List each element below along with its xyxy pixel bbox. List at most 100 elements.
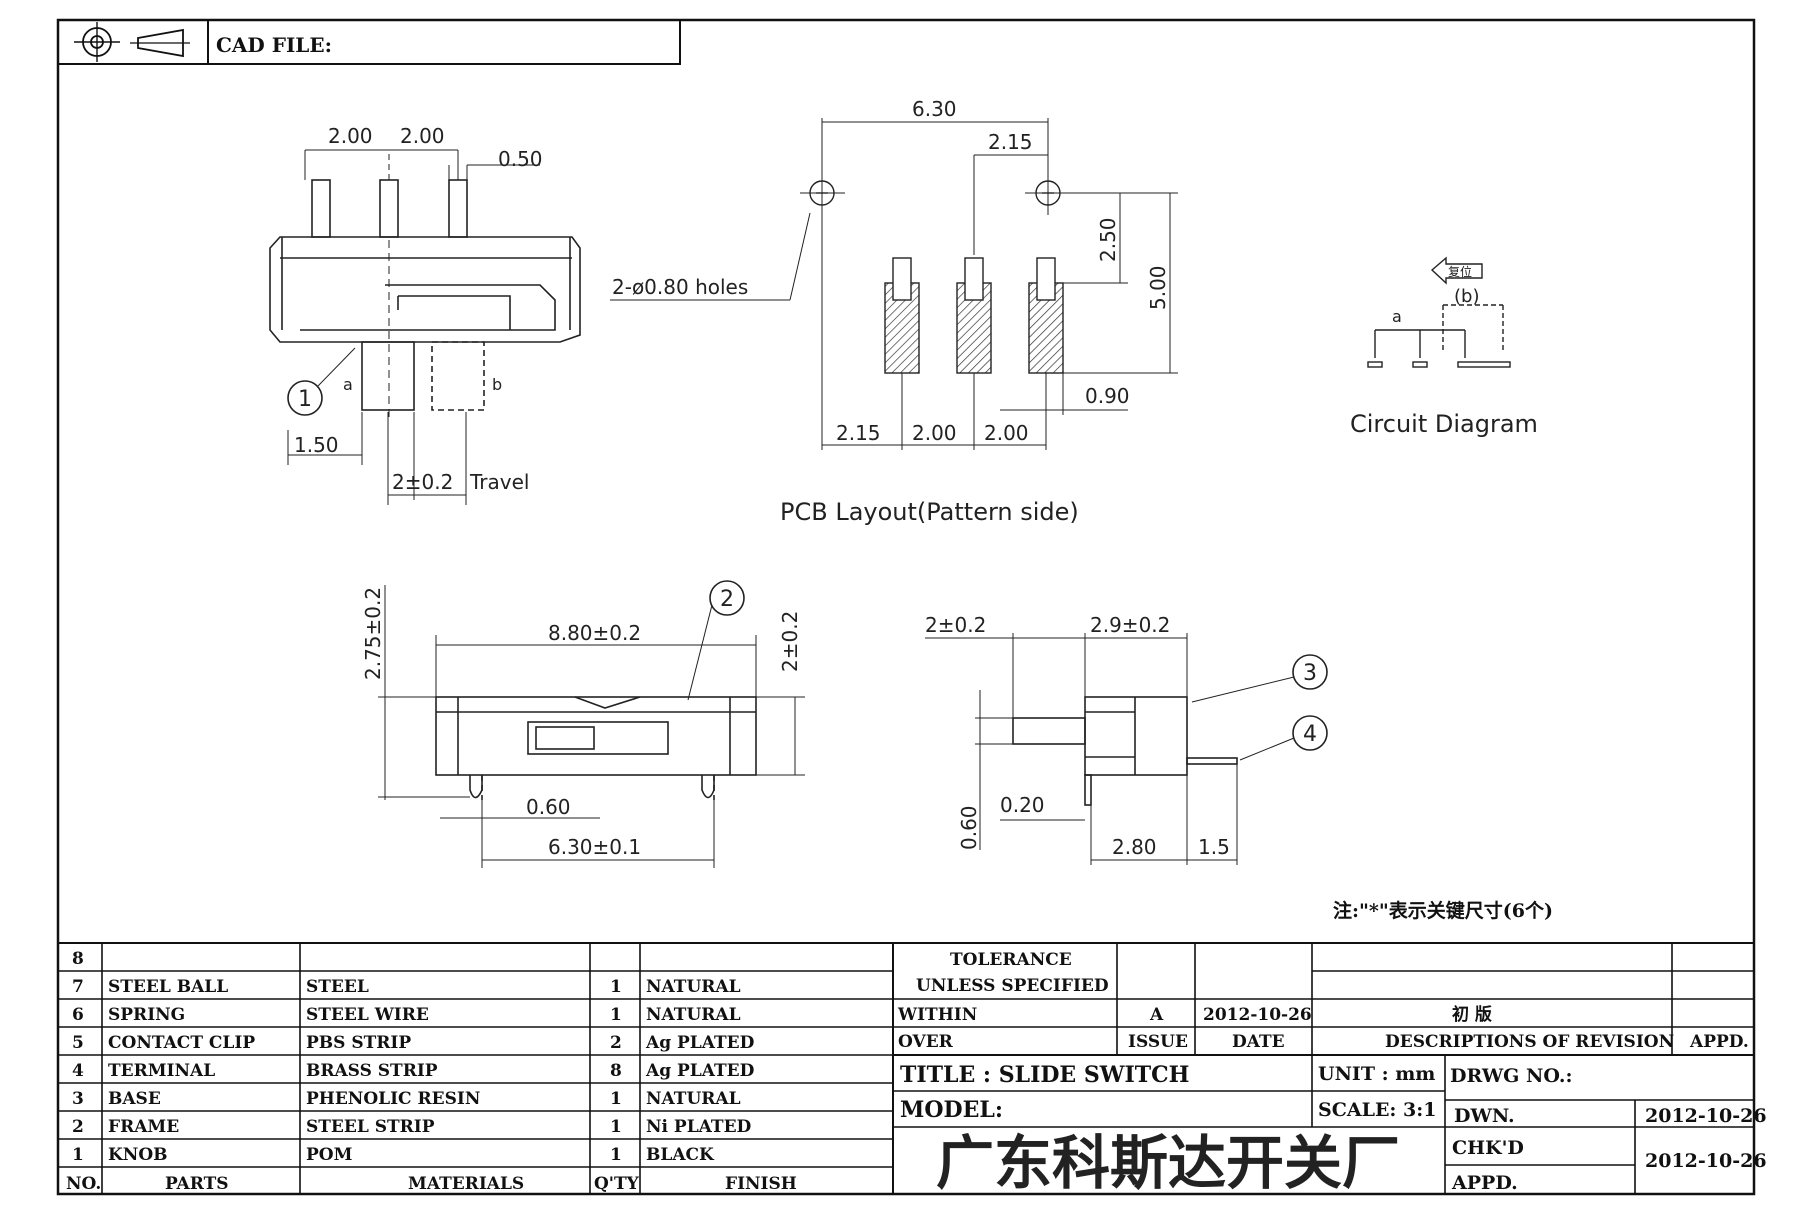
dim-pin-width: 0.50 — [498, 147, 543, 171]
key-dimension-note: 注:"*"表示关键尺寸(6个) — [1333, 899, 1553, 922]
revision-description: 初 版 — [1452, 1004, 1492, 1025]
tolerance-line2: UNLESS SPECIFIED — [916, 976, 1109, 996]
title-label: TITLE : SLIDE SWITCH — [900, 1062, 1189, 1088]
part-finish: Ni PLATED — [646, 1117, 752, 1137]
scale-label: SCALE: 3:1 — [1318, 1099, 1437, 1121]
date-label: DATE — [1232, 1032, 1285, 1052]
part-material: PHENOLIC RESIN — [306, 1089, 480, 1109]
dim-0-90: 0.90 — [1085, 384, 1130, 408]
header-parts: PARTS — [165, 1174, 229, 1194]
travel-label: Travel — [469, 470, 529, 494]
circuit-label-a: a — [1392, 307, 1402, 326]
dim-pin-span: 6.30±0.1 — [548, 835, 641, 859]
dim-body: 2.9±0.2 — [1090, 613, 1170, 637]
cad-file-box: CAD FILE: — [57, 19, 681, 65]
part-number: 7 — [72, 977, 84, 997]
dim-knob-offset: 1.50 — [294, 433, 339, 457]
pcb-layout — [610, 118, 1178, 450]
part-number: 8 — [72, 949, 84, 969]
label-b: b — [492, 375, 502, 394]
parts-table — [58, 942, 1754, 1194]
callout-4: 4 — [1303, 722, 1317, 747]
part-material: STEEL WIRE — [306, 1005, 429, 1025]
part-material: BRASS STRIP — [306, 1061, 438, 1081]
callout-3: 3 — [1303, 661, 1317, 686]
model-label: MODEL: — [900, 1097, 1003, 1123]
part-material: STEEL — [306, 977, 369, 997]
part-name: TERMINAL — [108, 1061, 215, 1081]
part-qty: 1 — [610, 1089, 622, 1109]
part-name: SPRING — [108, 1005, 185, 1025]
dim-offset: 2.15 — [988, 130, 1033, 154]
revision-date: 2012-10-26 — [1203, 1005, 1312, 1025]
end-view — [925, 633, 1328, 865]
callout-2: 2 — [720, 587, 734, 612]
dim-0-60: 0.60 — [957, 805, 981, 850]
dim-pitch-right: 2.00 — [400, 124, 445, 148]
part-qty: 1 — [610, 1145, 622, 1165]
part-number: 1 — [72, 1145, 84, 1165]
reset-label: 复位 — [1448, 264, 1472, 279]
company-name: 广东科斯达开关厂 — [936, 1129, 1400, 1197]
tolerance-over: OVER — [898, 1032, 954, 1052]
hole-label: 2-ø0.80 holes — [612, 275, 748, 299]
appd-label: APPD. — [1689, 1032, 1749, 1052]
part-name: FRAME — [108, 1117, 179, 1137]
unit-label: UNIT : mm — [1318, 1063, 1435, 1085]
pcb-layout-labels: 6.30 2.15 2-ø0.80 holes 2.50 5.00 0.90 2… — [612, 97, 1170, 526]
part-finish: Ag PLATED — [645, 1061, 755, 1081]
revision-labels: TOLERANCE UNLESS SPECIFIED WITHIN OVER A… — [897, 950, 1749, 1052]
dim-knob: 2±0.2 — [925, 613, 986, 637]
dim-1-5: 1.5 — [1198, 835, 1230, 859]
part-name: KNOB — [108, 1145, 168, 1165]
part-number: 6 — [72, 1005, 84, 1025]
part-qty: 1 — [610, 1005, 622, 1025]
dim-pitch-left: 2.00 — [328, 124, 373, 148]
part-material: POM — [306, 1145, 353, 1165]
pcb-caption: PCB Layout(Pattern side) — [780, 498, 1079, 526]
circuit-labels: 复位 (b) a Circuit Diagram — [1350, 264, 1538, 438]
dim-right-height: 2±0.2 — [778, 611, 802, 672]
circuit-label-b: (b) — [1454, 286, 1479, 307]
callout-1: 1 — [298, 387, 312, 412]
dim-bottom-215: 2.15 — [836, 421, 881, 445]
tolerance-line1: TOLERANCE — [950, 950, 1072, 970]
checked-label: CHK'D — [1452, 1137, 1524, 1159]
dim-bottom-200b: 2.00 — [984, 421, 1029, 445]
part-name: BASE — [108, 1089, 161, 1109]
dim-front-height: 2.75±0.2 — [361, 587, 385, 680]
part-qty: 1 — [610, 977, 622, 997]
front-view — [378, 580, 805, 868]
approved-label: APPD. — [1451, 1172, 1518, 1194]
part-number: 4 — [72, 1061, 84, 1081]
dim-travel: 2±0.2 — [392, 470, 453, 494]
part-finish: BLACK — [646, 1145, 715, 1165]
part-material: STEEL STRIP — [306, 1117, 435, 1137]
circuit-diagram — [1367, 256, 1511, 368]
front-view-labels: 8.80±0.2 2.75±0.2 2±0.2 0.60 6.30±0.1 2 — [361, 587, 802, 859]
descriptions-label: DESCRIPTIONS OF REVISION — [1385, 1032, 1674, 1052]
end-view-labels: 2±0.2 2.9±0.2 0.60 0.20 2.80 1.5 3 4 — [925, 613, 1317, 859]
tolerance-within: WITHIN — [897, 1005, 977, 1025]
part-finish: NATURAL — [646, 1005, 741, 1025]
part-qty: 1 — [610, 1117, 622, 1137]
dim-2-50: 2.50 — [1096, 217, 1120, 262]
part-number: 2 — [72, 1117, 84, 1137]
dim-front-width: 8.80±0.2 — [548, 621, 641, 645]
revision-issue: A — [1149, 1005, 1164, 1025]
dim-bottom-200a: 2.00 — [912, 421, 957, 445]
part-finish: NATURAL — [646, 977, 741, 997]
side-view — [269, 149, 581, 505]
dim-width: 6.30 — [912, 97, 957, 121]
part-qty: 2 — [610, 1033, 622, 1053]
header-materials: MATERIALS — [408, 1174, 524, 1194]
dim-2-80: 2.80 — [1112, 835, 1157, 859]
cad-file-label: CAD FILE: — [216, 33, 332, 57]
title-block — [893, 1055, 1754, 1194]
projection-symbol-icon — [74, 22, 190, 62]
header-finish: FINISH — [725, 1174, 797, 1194]
part-qty: 8 — [610, 1061, 622, 1081]
side-view-labels: 2.00 2.00 0.50 1.50 2±0.2 Travel a b 1 — [294, 124, 543, 494]
